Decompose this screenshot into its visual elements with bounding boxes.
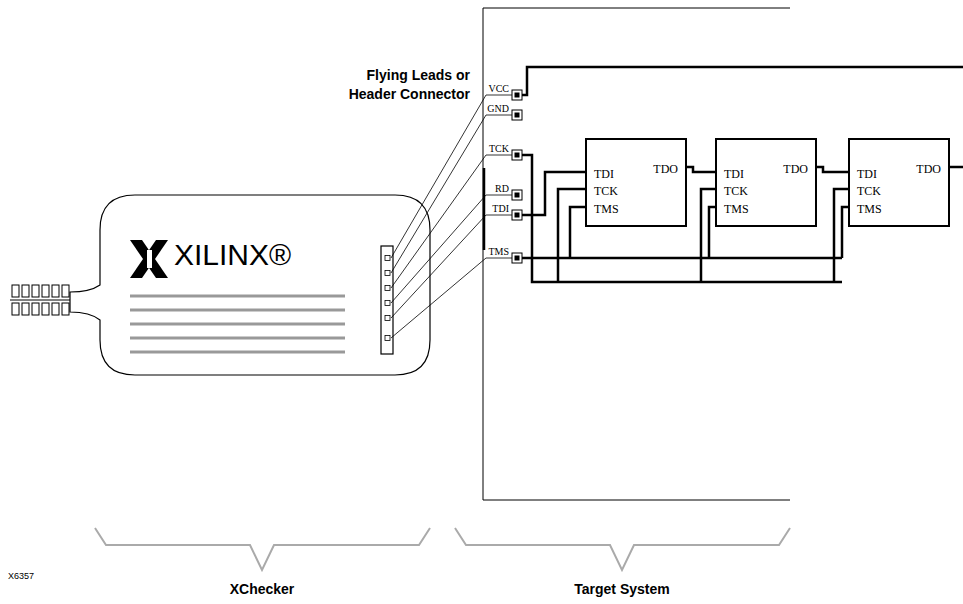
xilinx-logo-mark: [130, 240, 168, 278]
decor-lines: [130, 296, 345, 352]
signal-name: VCC: [488, 83, 509, 94]
bracket: [95, 528, 430, 570]
pin-name: TMS: [594, 202, 619, 216]
pin-name: TCK: [594, 184, 618, 198]
signal-name: TMS: [488, 246, 509, 257]
pin-name: TDO: [783, 162, 808, 176]
figure-id: X6357: [8, 571, 34, 581]
pin-name: TDO: [653, 162, 678, 176]
signal-name: RD: [495, 183, 509, 194]
tdo-tdi-wire: [817, 167, 848, 172]
signal-name: GND: [487, 103, 509, 114]
pin-name: TDI: [594, 167, 614, 181]
pin-name: TCK: [724, 184, 748, 198]
signal-name: TCK: [489, 143, 509, 154]
section-label: Target System: [574, 582, 669, 597]
pin-name: TDO: [916, 162, 941, 176]
header-bar: [483, 168, 486, 250]
jtag-device: TDI TDO TCK TMS: [848, 138, 950, 227]
flying-leads: [391, 95, 512, 338]
tdo-tdi-wire: [687, 167, 715, 172]
xchecker-body: [70, 195, 430, 375]
section-label: XChecker: [230, 582, 295, 597]
pin-name: TMS: [724, 202, 749, 216]
target-pins: [512, 90, 522, 263]
pin-name: TDI: [857, 167, 877, 181]
pin-name: TDI: [724, 167, 744, 181]
pin-name: TMS: [857, 202, 882, 216]
bracket: [455, 528, 790, 570]
jtag-device: TDI TDO TCK TMS: [585, 138, 687, 227]
signal-name: TDI: [492, 203, 509, 214]
jtag-wires: [522, 67, 963, 282]
jtag-device: TDI TDO TCK TMS: [715, 138, 817, 227]
brand-logo: XILINX®: [174, 238, 291, 271]
strain-relief: [10, 285, 70, 315]
cable-pins: [385, 256, 390, 341]
pin-name: TCK: [857, 184, 881, 198]
callout: Flying Leads or Header Connector: [320, 66, 470, 104]
target-frame: [483, 8, 790, 500]
